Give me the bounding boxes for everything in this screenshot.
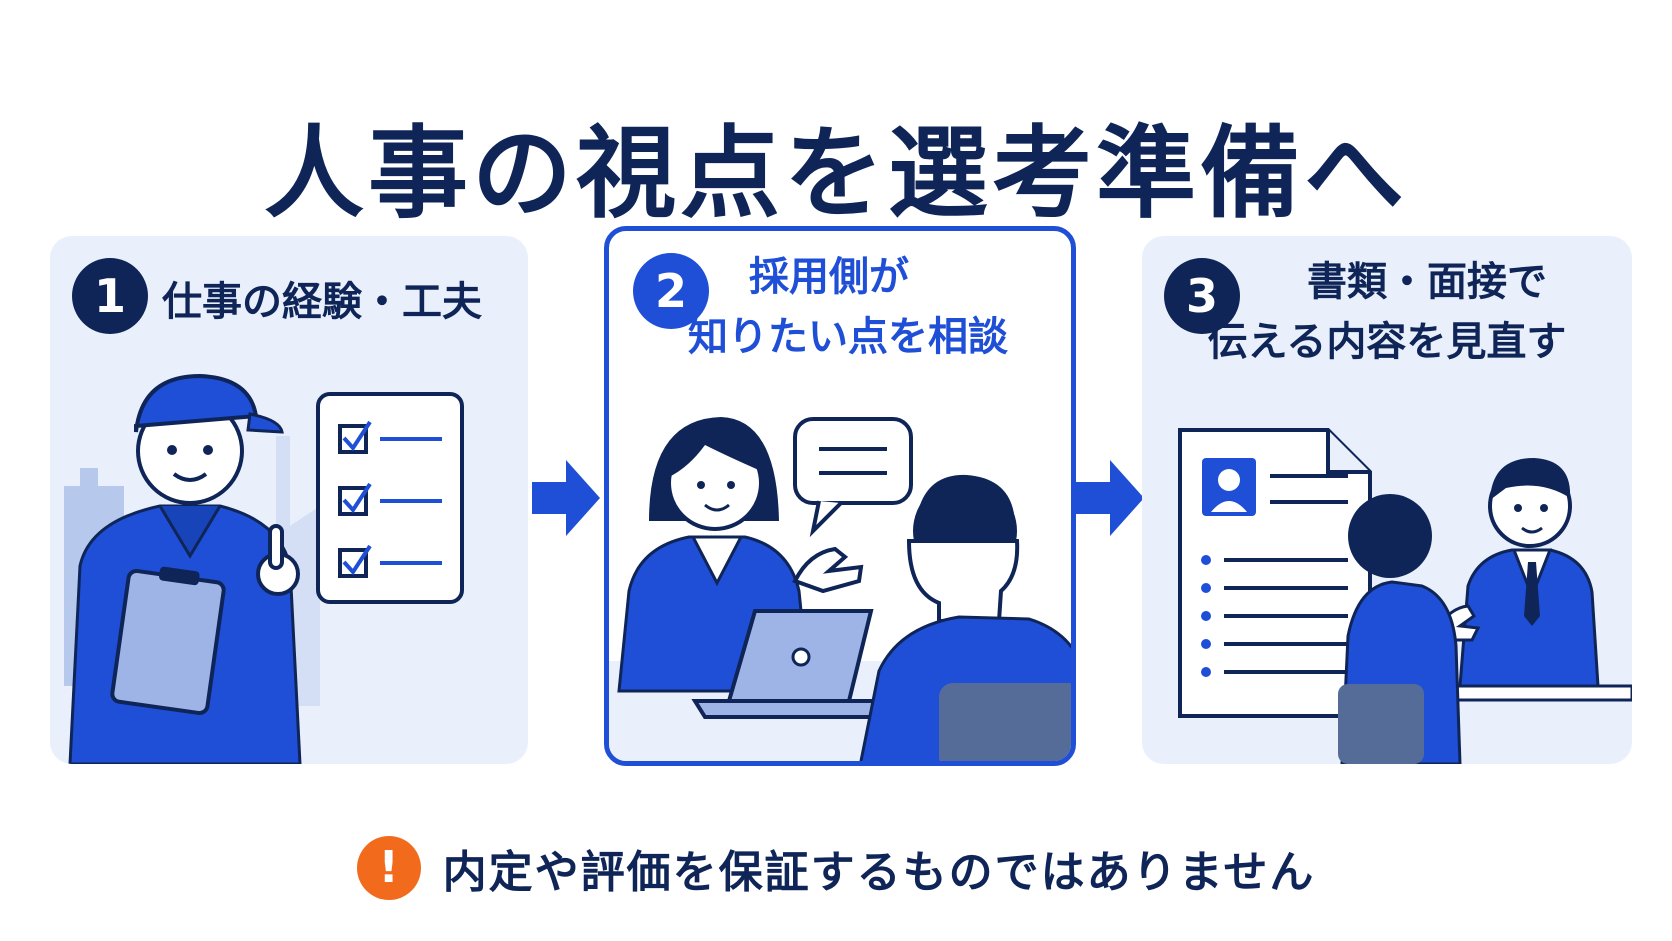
- arrow-right-icon: [1076, 460, 1144, 536]
- step-number-badge-2: 2: [633, 253, 709, 329]
- step-panel-3: 3 書類・面接で 伝える内容を見直す: [1142, 236, 1632, 764]
- page-title: 人事の視点を選考準備へ: [264, 115, 1408, 232]
- step-label-3: 書類・面接で 伝える内容を見直す: [1207, 259, 1567, 365]
- exclamation-icon: !: [356, 836, 421, 900]
- interview-illustration: [1178, 428, 1632, 764]
- disclaimer-text: 内定や評価を保証するものではありません: [442, 847, 1316, 898]
- step-label-1: 仕事の経験・工夫: [162, 279, 482, 325]
- step-number-badge-3: 3: [1164, 258, 1240, 334]
- consultation-illustration: [609, 417, 1071, 761]
- step-label-2: 採用側が 知りたい点を相談: [688, 254, 1008, 360]
- worker-illustration: [64, 373, 464, 764]
- step-panel-2: 2 採用側が 知りたい点を相談: [604, 226, 1076, 766]
- step-panel-1: 1 仕事の経験・工夫: [50, 236, 528, 764]
- arrow-right-icon: [532, 460, 600, 536]
- checklist: [338, 420, 442, 578]
- disclaimer-note: ! 内定や評価を保証するものではありません: [0, 836, 1672, 900]
- step-number-badge-1: 1: [72, 258, 148, 334]
